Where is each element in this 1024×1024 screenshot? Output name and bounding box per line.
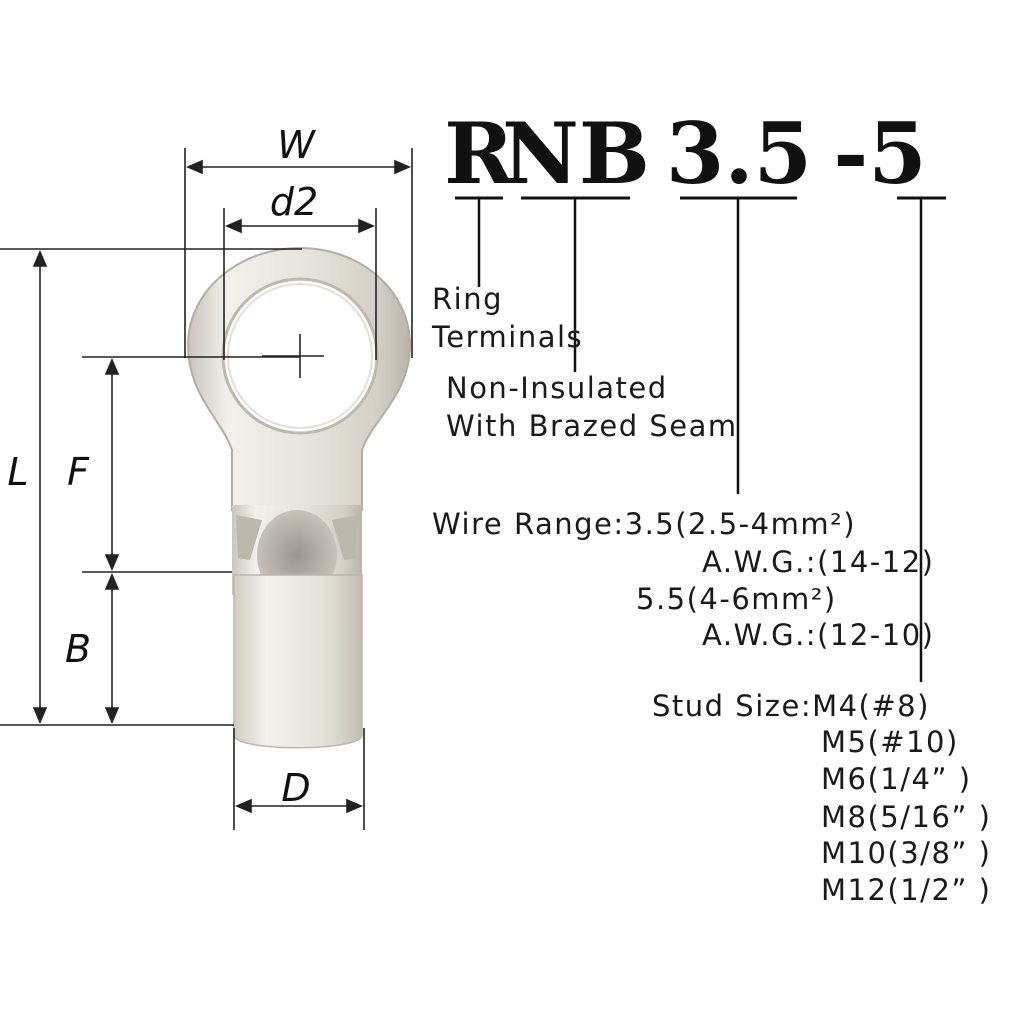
stud-size-line5: M10(3/8” ) — [821, 836, 991, 870]
type-label-line2: Terminals — [431, 320, 583, 354]
insulation-label-line2: With Brazed Seam — [446, 409, 738, 443]
dim-label-f: F — [67, 450, 90, 494]
terminal-crimp-wings — [236, 515, 358, 560]
code-r: R — [444, 104, 515, 203]
dimension-lines — [0, 148, 413, 830]
wire-range-line2: A.W.G.:(14-12) — [702, 545, 934, 579]
insulation-label-line1: Non-Insulated — [446, 371, 668, 405]
stud-size-line3: M6(1/4” ) — [821, 762, 972, 796]
stud-size-line4: M8(5/16” ) — [821, 800, 991, 834]
wire-range-line1: Wire Range:3.5(2.5-4mm²) — [432, 507, 856, 541]
dim-label-b: B — [65, 627, 91, 671]
type-label-line1: Ring — [432, 282, 503, 316]
code-nb: NB — [502, 104, 650, 203]
code-leader-lines — [455, 196, 946, 682]
terminal-barrel — [233, 574, 363, 749]
dim-label-l: L — [7, 450, 28, 494]
dim-label-w: W — [277, 123, 316, 167]
stud-size-line2: M5(#10) — [821, 725, 959, 759]
code-stud: -5 — [833, 104, 926, 203]
part-code: R NB 3.5 -5 — [444, 104, 927, 203]
stud-size-line6: M12(1/2” ) — [821, 873, 991, 907]
dim-label-d: D — [281, 766, 310, 810]
wire-range-line3: 5.5(4-6mm²) — [636, 582, 837, 616]
code-size: 3.5 — [666, 104, 812, 203]
wire-range-line4: A.W.G.:(12-10) — [702, 618, 934, 652]
stud-size-line1: Stud Size:M4(#8) — [652, 689, 930, 723]
terminal-hole-inner-edge — [227, 283, 373, 429]
ring-terminal-illustration — [186, 246, 412, 749]
dim-label-d2: d2 — [270, 180, 318, 224]
